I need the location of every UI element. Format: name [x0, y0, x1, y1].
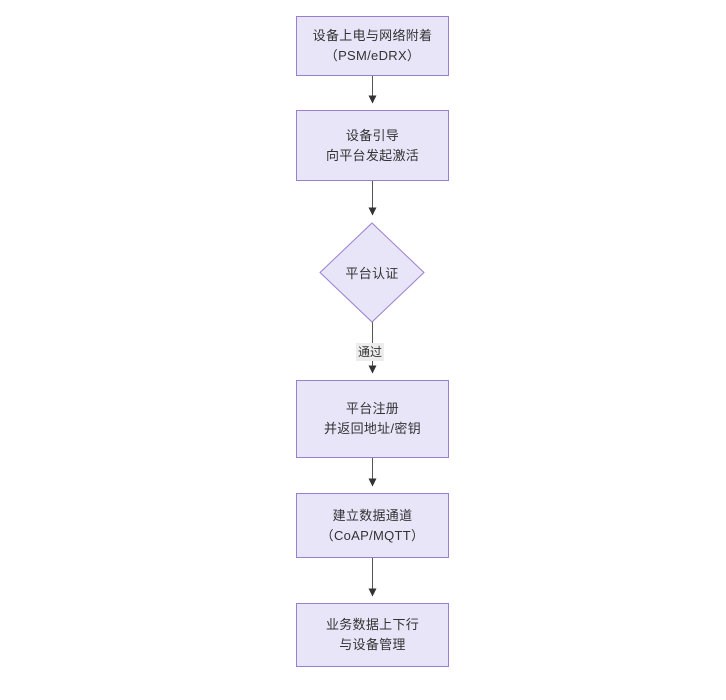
node-platform-auth-label: 平台认证 [345, 266, 399, 281]
node-power-on[interactable]: 设备上电与网络附着 （PSM/eDRX） [296, 16, 449, 76]
node-data-channel-line1: 建立数据通道 [332, 507, 413, 523]
node-power-on-line2: （PSM/eDRX） [324, 48, 421, 63]
node-platform-auth[interactable]: 平台认证 [319, 222, 425, 323]
node-service-data[interactable]: 业务数据上下行 与设备管理 [296, 603, 449, 667]
diamond-shape-icon [319, 222, 425, 323]
node-platform-register-line2: 并返回地址/密钥 [323, 421, 421, 436]
node-data-channel[interactable]: 建立数据通道 （CoAP/MQTT） [296, 493, 449, 558]
node-bootstrap-line1: 设备引导 [345, 127, 400, 143]
node-bootstrap[interactable]: 设备引导 向平台发起激活 [296, 110, 449, 181]
edge-label-pass: 通过 [356, 343, 385, 361]
node-bootstrap-line2: 向平台发起激活 [325, 147, 420, 163]
node-service-data-line1: 业务数据上下行 [325, 617, 420, 632]
node-service-data-line2: 与设备管理 [339, 637, 406, 652]
node-platform-register[interactable]: 平台注册 并返回地址/密钥 [296, 380, 449, 458]
node-power-on-line1: 设备上电与网络附着 [312, 28, 433, 43]
node-platform-register-line1: 平台注册 [345, 401, 400, 416]
node-data-channel-line2: （CoAP/MQTT） [320, 527, 425, 543]
